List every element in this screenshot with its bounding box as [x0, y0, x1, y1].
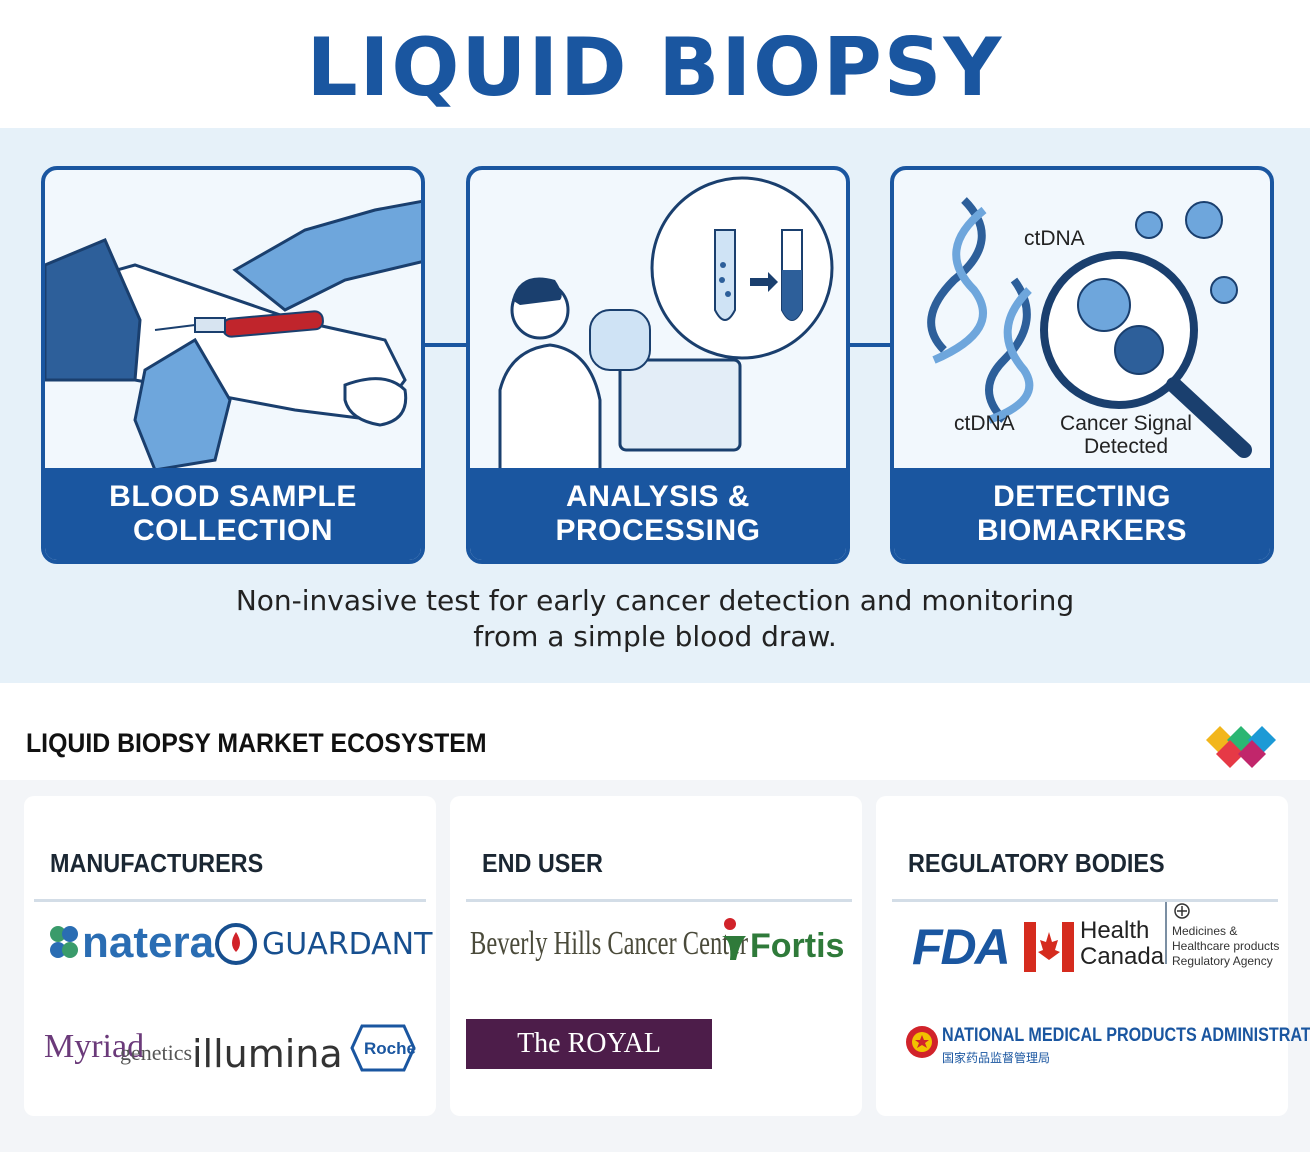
step-label: DETECTING BIOMARKERS [894, 468, 1270, 560]
signal-label-line2: Detected [1084, 435, 1168, 458]
fortis-logo: Fortis [750, 927, 845, 965]
hero-subtitle: Non-invasive test for early cancer detec… [235, 584, 1075, 653]
mhra-logo: Medicines & Healthcare products Regulato… [1172, 924, 1280, 968]
divider [466, 899, 852, 902]
health-canada-logo: Health Canada [1080, 917, 1165, 970]
fortis-logo-icon [722, 918, 746, 960]
card-end-user: END USER Beverly Hills Cancer Center For… [450, 796, 862, 1116]
card-regulatory-bodies: REGULATORY BODIES FDA Health Canada Medi… [876, 796, 1310, 1116]
roche-logo-icon [350, 1024, 416, 1072]
myriad-sub-label: genetics [120, 1040, 193, 1065]
china-emblem-icon [906, 1026, 938, 1058]
connector-line-2 [848, 343, 892, 347]
nmpa-chinese-label: 国家药品监督管理局 [942, 1051, 1051, 1065]
guardant-logo: GUARDANT [262, 927, 433, 962]
ecosystem-title: LIQUID BIOPSY MARKET ECOSYSTEM [26, 728, 487, 758]
natera-logo: natera [82, 918, 215, 967]
step-label: BLOOD SAMPLE COLLECTION [45, 468, 421, 560]
roche-logo: Roche [364, 1039, 416, 1058]
step-detecting-biomarkers: ctDNA ctDNA Cancer Signal Detected DETEC… [890, 166, 1274, 564]
divider [34, 899, 426, 902]
step-label: ANALYSIS & PROCESSING [470, 468, 846, 560]
fda-logo: FDA [912, 919, 1011, 975]
mhra-divider [1165, 902, 1167, 964]
ctdna-label-top: ctDNA [1024, 227, 1085, 250]
card-manufacturers: MANUFACTURERS natera GUARDANT Myriad gen… [24, 796, 436, 1116]
step-blood-sample-collection: BLOOD SAMPLE COLLECTION [41, 166, 425, 564]
signal-label-line1: Cancer Signal [1060, 412, 1192, 435]
page-title: LIQUID BIOPSY [306, 21, 1004, 114]
connector-line-1 [424, 343, 468, 347]
royal-marsden-logo: The ROYAL MARSDEN [466, 1019, 712, 1109]
guardant-logo-icon [215, 923, 257, 965]
illumina-logo: illumina [192, 1032, 343, 1076]
ecosystem-section: MANUFACTURERS natera GUARDANT Myriad gen… [0, 780, 1310, 1152]
myriad-logo: Myriad [44, 1028, 145, 1065]
canada-flag-icon [1024, 922, 1074, 972]
biomarker-illustration: ctDNA ctDNA Cancer Signal Detected [927, 197, 1252, 458]
hero-section: BLOOD SAMPLE COLLECTION ANALYSIS & PROCE… [0, 128, 1310, 683]
card-heading: END USER [482, 848, 603, 878]
card-heading: MANUFACTURERS [50, 848, 264, 878]
lab-analysis-illustration [498, 176, 834, 480]
beverly-hills-logo: Beverly Hills Cancer Center [470, 925, 749, 962]
card-heading: REGULATORY BODIES [908, 848, 1165, 878]
brand-logo-icon [1206, 726, 1276, 768]
nmpa-logo: NATIONAL MEDICAL PRODUCTS ADMINISTRATION [942, 1025, 1310, 1046]
step-analysis-processing: ANALYSIS & PROCESSING [466, 166, 850, 564]
blood-draw-illustration [45, 199, 421, 472]
royal-crest-icon [1174, 903, 1190, 919]
natera-logo-icon [50, 926, 78, 958]
divider [892, 899, 1278, 902]
ctdna-label-bottom: ctDNA [954, 412, 1015, 435]
